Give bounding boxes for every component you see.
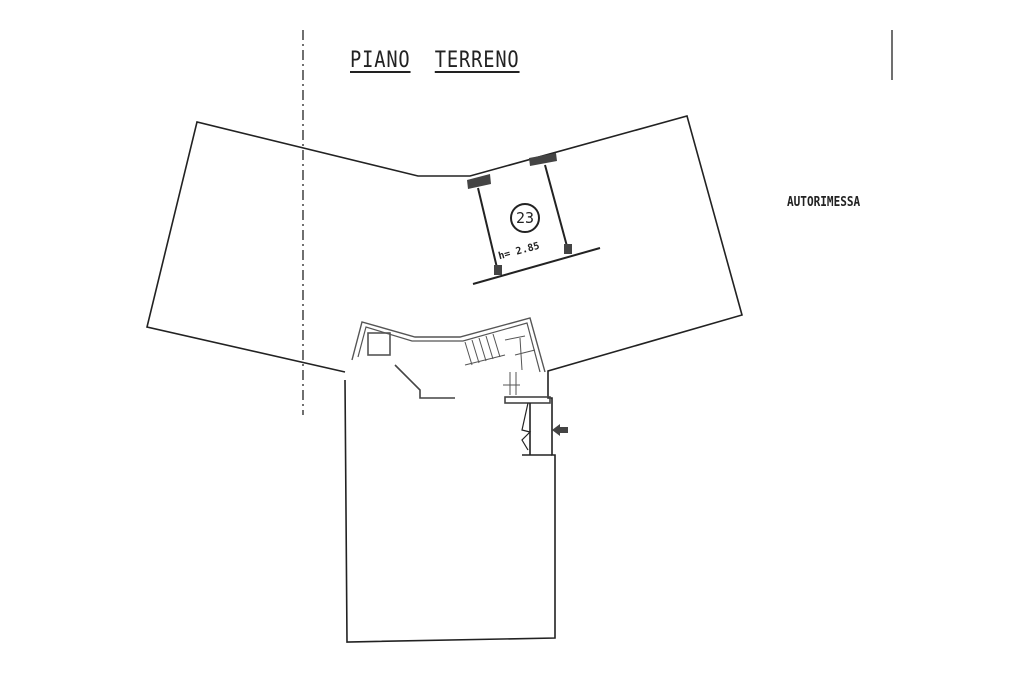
garage-floor-line	[472, 247, 601, 285]
page-title: PIANO TERRENO	[350, 48, 520, 73]
title-word-1: PIANO	[350, 48, 411, 73]
area-label: AUTORIMESSA	[787, 195, 861, 210]
garage-wall-left	[477, 187, 499, 273]
entrance-door	[521, 402, 532, 451]
staircase	[464, 333, 536, 395]
title-word-2: TERRENO	[434, 48, 520, 73]
building-outline	[146, 115, 743, 643]
core-inner	[357, 322, 541, 373]
entrance-landing	[504, 396, 551, 404]
elevator	[367, 332, 391, 356]
unit-number: 23	[510, 203, 540, 233]
pillars	[467, 153, 572, 275]
garage-wall-right	[544, 164, 569, 251]
stair-wall	[394, 364, 455, 399]
entrance-arrow-icon	[552, 424, 568, 436]
core-outline	[351, 317, 546, 373]
